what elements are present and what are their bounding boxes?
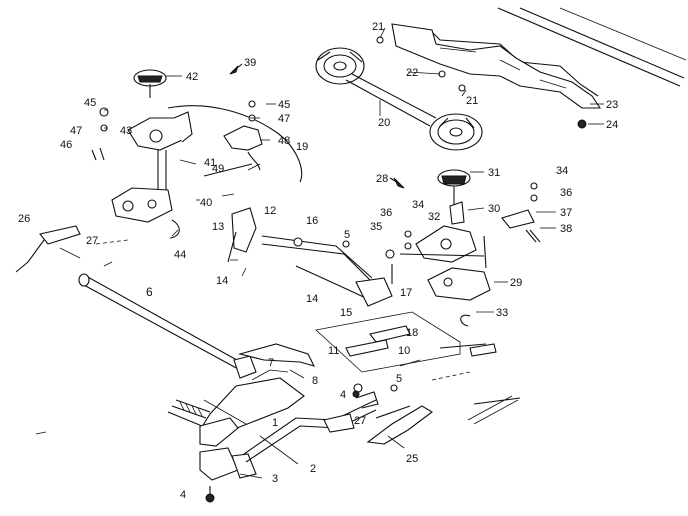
callout-7: 7 (268, 357, 274, 369)
callout-26: 26 (18, 213, 30, 225)
callout-34-b: 34 (556, 165, 568, 177)
callout-20: 20 (378, 117, 390, 129)
deck-frame (376, 7, 687, 129)
callout-14-a: 14 (216, 275, 228, 287)
left-lever-assembly (91, 69, 263, 239)
callout-36-a: 36 (380, 207, 392, 219)
cable (167, 105, 303, 183)
callout-5-a: 5 (344, 229, 350, 241)
callout-25: 25 (406, 453, 418, 465)
view-arrows (229, 63, 405, 189)
callout-32: 32 (428, 211, 440, 223)
callout-46: 46 (60, 139, 72, 151)
callout-19: 19 (296, 141, 308, 153)
callout-48: 48 (278, 135, 290, 147)
callout-18: 18 (406, 327, 418, 339)
callout-labels: 21 22 21 23 24 20 42 39 45 45 47 47 43 4… (18, 21, 618, 501)
callout-43: 43 (120, 125, 132, 137)
callout-12: 12 (264, 205, 276, 217)
callout-28: 28 (376, 173, 388, 185)
callout-24: 24 (606, 119, 618, 131)
callout-45-a: 45 (84, 97, 96, 109)
callout-11: 11 (328, 345, 339, 357)
callout-21-a: 21 (372, 21, 384, 33)
left-link (15, 225, 129, 273)
pulley-assembly (315, 47, 483, 151)
callout-39: 39 (244, 57, 256, 69)
main-shaft (78, 273, 257, 379)
leader-lines (104, 27, 604, 479)
callout-38: 38 (560, 223, 572, 235)
callout-37: 37 (560, 207, 572, 219)
callout-34-a: 34 (412, 199, 424, 211)
callout-44: 44 (174, 249, 186, 261)
callout-47-a: 47 (70, 125, 82, 137)
callout-17: 17 (400, 287, 412, 299)
hatching (35, 395, 519, 435)
callout-4-b: 4 (180, 489, 186, 501)
callout-45-b: 45 (278, 99, 290, 111)
callout-16: 16 (306, 215, 318, 227)
bottom-linkage (167, 343, 433, 503)
callout-4-a: 4 (340, 389, 346, 401)
callout-13: 13 (212, 221, 224, 233)
callout-1: 1 (272, 417, 278, 429)
callout-21-b: 21 (466, 95, 478, 107)
center-rods (227, 207, 393, 307)
callout-8: 8 (312, 375, 318, 387)
callout-2: 2 (310, 463, 316, 475)
callout-29: 29 (510, 277, 522, 289)
callout-27-b: 27 (354, 415, 366, 427)
callout-31: 31 (488, 167, 500, 179)
frame-plates (315, 311, 521, 405)
callout-36-b: 36 (560, 187, 572, 199)
callout-23: 23 (606, 99, 618, 111)
callout-10: 10 (398, 345, 410, 357)
callout-22: 22 (406, 67, 418, 79)
callout-3: 3 (272, 473, 278, 485)
callout-30: 30 (488, 203, 500, 215)
callout-47-b: 47 (278, 113, 290, 125)
callout-6: 6 (146, 285, 153, 299)
callout-49: 49 (212, 163, 224, 175)
callout-41: 41 (204, 157, 216, 169)
callout-35: 35 (370, 221, 382, 233)
callout-5-b: 5 (396, 373, 402, 385)
callout-40: 40 (200, 197, 212, 209)
right-lever-assembly (385, 169, 541, 327)
callout-33: 33 (496, 307, 508, 319)
callout-42: 42 (186, 71, 198, 83)
callout-14-b: 14 (306, 293, 318, 305)
callout-15: 15 (340, 307, 352, 319)
callout-27-a: 27 (86, 235, 98, 247)
